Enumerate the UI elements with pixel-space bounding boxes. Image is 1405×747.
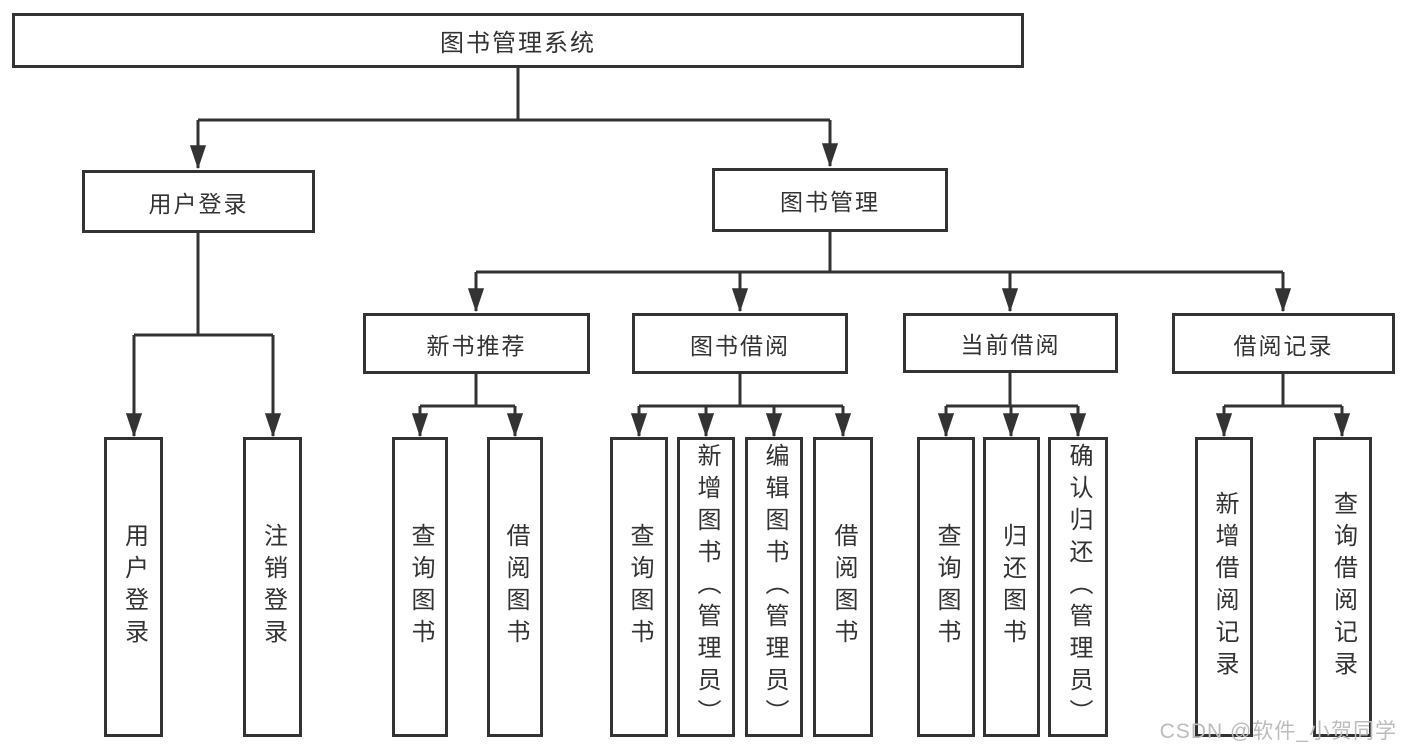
leaf-add-borrow-record: 新增借阅记录 — [1195, 437, 1253, 737]
node-new-book-recommend-label: 新书推荐 — [426, 332, 527, 359]
leaf-query-books: 查询图书 — [392, 437, 448, 737]
leaf-query-borrow-record: 查询借阅记录 — [1313, 437, 1372, 737]
node-new-book-recommend: 新书推荐 — [363, 313, 590, 374]
leaf-logout: 注销登录 — [243, 437, 302, 737]
leaf-user-login: 用户登录 — [104, 437, 163, 737]
node-library-system: 图书管理系统 — [12, 13, 1024, 68]
node-library-system-label: 图书管理系统 — [440, 30, 596, 57]
leaf-query-books-label: 查询图书 — [933, 523, 960, 651]
leaf-user-login-label: 用户登录 — [120, 523, 148, 651]
node-book-management: 图书管理 — [712, 168, 948, 232]
node-user-login-label: 用户登录 — [148, 190, 249, 217]
leaf-return-books: 归还图书 — [983, 437, 1040, 737]
node-current-borrowing-label: 当前借阅 — [960, 332, 1061, 358]
node-borrow-records-label: 借阅记录 — [1233, 332, 1334, 359]
leaf-query-books: 查询图书 — [917, 437, 975, 737]
leaf-query-books-label: 查询图书 — [626, 523, 653, 651]
leaf-add-books-admin: 新增图书（管理员） — [677, 437, 735, 737]
leaf-query-books-label: 查询图书 — [407, 523, 434, 651]
leaf-borrow-books-label: 借阅图书 — [830, 523, 857, 651]
leaf-borrow-books: 借阅图书 — [487, 437, 543, 737]
leaf-borrow-books-label: 借阅图书 — [502, 523, 529, 651]
node-book-borrowing-label: 图书借阅 — [690, 332, 790, 359]
leaf-query-books: 查询图书 — [610, 437, 668, 737]
leaf-confirm-return-admin-label: 确认归还（管理员） — [1065, 443, 1092, 731]
leaf-query-borrow-record-label: 查询借阅记录 — [1329, 491, 1357, 683]
leaf-edit-books-admin-label: 编辑图书（管理员） — [761, 443, 788, 731]
leaf-add-books-admin-label: 新增图书（管理员） — [693, 443, 720, 731]
leaf-confirm-return-admin: 确认归还（管理员） — [1048, 437, 1108, 737]
node-current-borrowing: 当前借阅 — [903, 313, 1118, 373]
node-user-login: 用户登录 — [82, 170, 315, 233]
node-borrow-records: 借阅记录 — [1172, 313, 1395, 374]
csdn-watermark: CSDN @软件_小贺同学 — [1159, 720, 1397, 743]
leaf-add-borrow-record-label: 新增借阅记录 — [1211, 491, 1238, 683]
node-book-borrowing: 图书借阅 — [632, 313, 848, 374]
node-book-management-label: 图书管理 — [780, 189, 880, 215]
leaf-borrow-books: 借阅图书 — [813, 437, 873, 737]
leaf-edit-books-admin: 编辑图书（管理员） — [745, 437, 803, 737]
leaf-logout-label: 注销登录 — [259, 523, 287, 651]
leaf-return-books-label: 归还图书 — [998, 523, 1026, 651]
